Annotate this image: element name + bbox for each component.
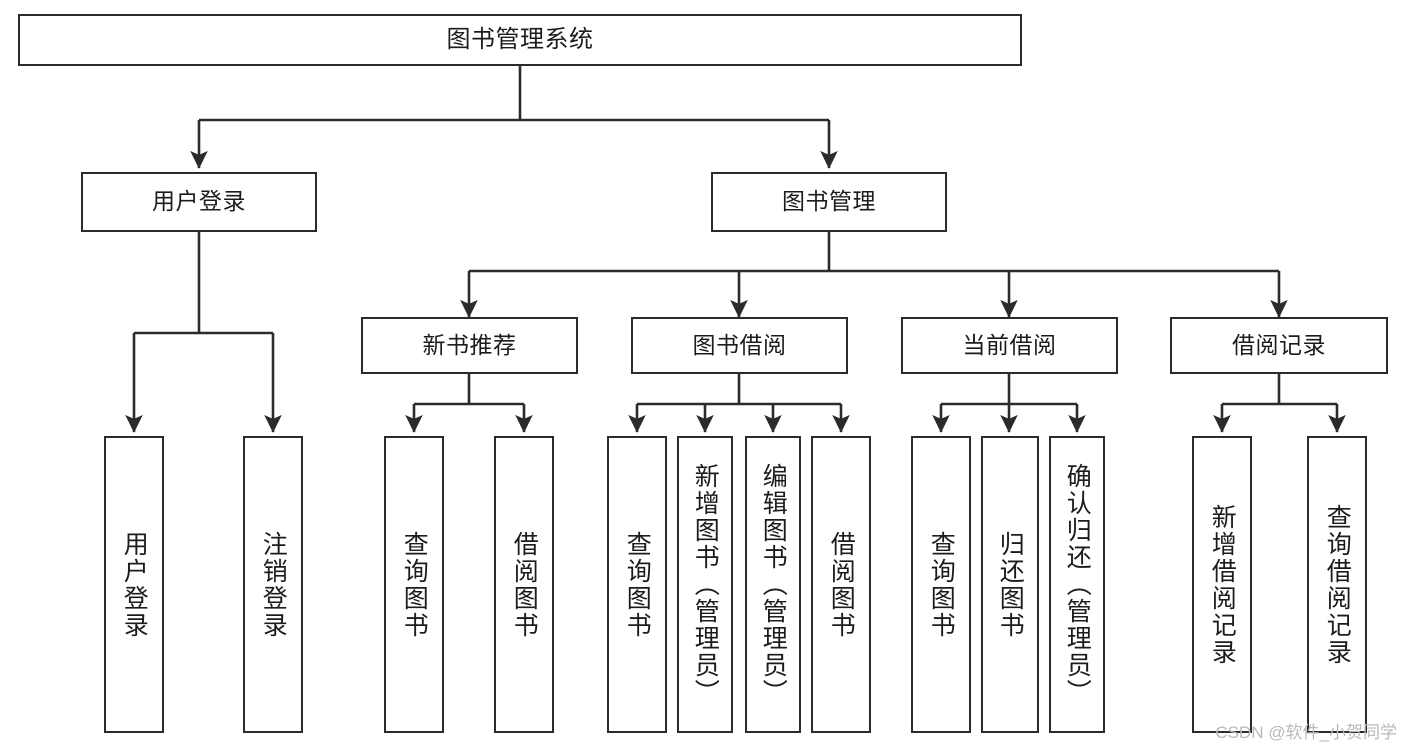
node-leaf-borrow-add-book-admin[interactable]: 新增图书（管理员） xyxy=(677,436,733,733)
node-book-management[interactable]: 图书管理 xyxy=(711,172,947,232)
node-label: 编辑图书（管理员） xyxy=(759,463,788,706)
node-book-borrowing[interactable]: 图书借阅 xyxy=(631,317,848,374)
node-label: 当前借阅 xyxy=(962,331,1057,358)
node-label: 新书推荐 xyxy=(422,331,517,358)
node-borrowing-records[interactable]: 借阅记录 xyxy=(1170,317,1388,374)
node-leaf-borrow-edit-book-admin[interactable]: 编辑图书（管理员） xyxy=(745,436,801,733)
node-current-borrowing[interactable]: 当前借阅 xyxy=(901,317,1118,374)
node-label: 新增图书（管理员） xyxy=(691,463,720,706)
node-label: 确认归还（管理员） xyxy=(1063,463,1092,706)
node-label: 用户登录 xyxy=(152,188,246,215)
csdn-watermark: CSDN @软件_小贺同学 xyxy=(1215,723,1397,742)
node-root-book-management-system[interactable]: 图书管理系统 xyxy=(18,14,1022,66)
node-user-login[interactable]: 用户登录 xyxy=(81,172,317,232)
node-label: 新增借阅记录 xyxy=(1208,503,1237,666)
node-leaf-user-login-signin[interactable]: 用户登录 xyxy=(104,436,164,733)
node-label: 借阅图书 xyxy=(827,530,856,639)
node-label: 查询图书 xyxy=(400,530,429,639)
node-leaf-user-login-signout[interactable]: 注销登录 xyxy=(243,436,303,733)
node-label: 图书借阅 xyxy=(692,331,787,358)
node-leaf-record-add-borrow-record[interactable]: 新增借阅记录 xyxy=(1192,436,1252,733)
node-label: 图书管理 xyxy=(782,188,876,215)
node-leaf-borrow-query-books[interactable]: 查询图书 xyxy=(607,436,667,733)
node-leaf-record-query-borrow-record[interactable]: 查询借阅记录 xyxy=(1307,436,1367,733)
node-leaf-new-book-borrow-books[interactable]: 借阅图书 xyxy=(494,436,554,733)
node-label: 借阅图书 xyxy=(510,530,539,639)
node-label: 归还图书 xyxy=(996,530,1025,639)
node-label: 查询图书 xyxy=(927,530,956,639)
node-label: 查询图书 xyxy=(623,530,652,639)
node-leaf-current-query-books[interactable]: 查询图书 xyxy=(911,436,971,733)
node-label: 借阅记录 xyxy=(1232,331,1326,358)
node-label: 查询借阅记录 xyxy=(1323,503,1352,666)
node-label: 注销登录 xyxy=(259,530,288,639)
node-label: 图书管理系统 xyxy=(446,25,594,53)
node-new-book-recommendation[interactable]: 新书推荐 xyxy=(361,317,578,374)
node-leaf-current-return-books[interactable]: 归还图书 xyxy=(981,436,1039,733)
node-leaf-new-book-query-books[interactable]: 查询图书 xyxy=(384,436,444,733)
node-label: 用户登录 xyxy=(120,530,149,639)
node-leaf-borrow-borrow-books[interactable]: 借阅图书 xyxy=(811,436,871,733)
node-leaf-current-confirm-return-admin[interactable]: 确认归还（管理员） xyxy=(1049,436,1105,733)
